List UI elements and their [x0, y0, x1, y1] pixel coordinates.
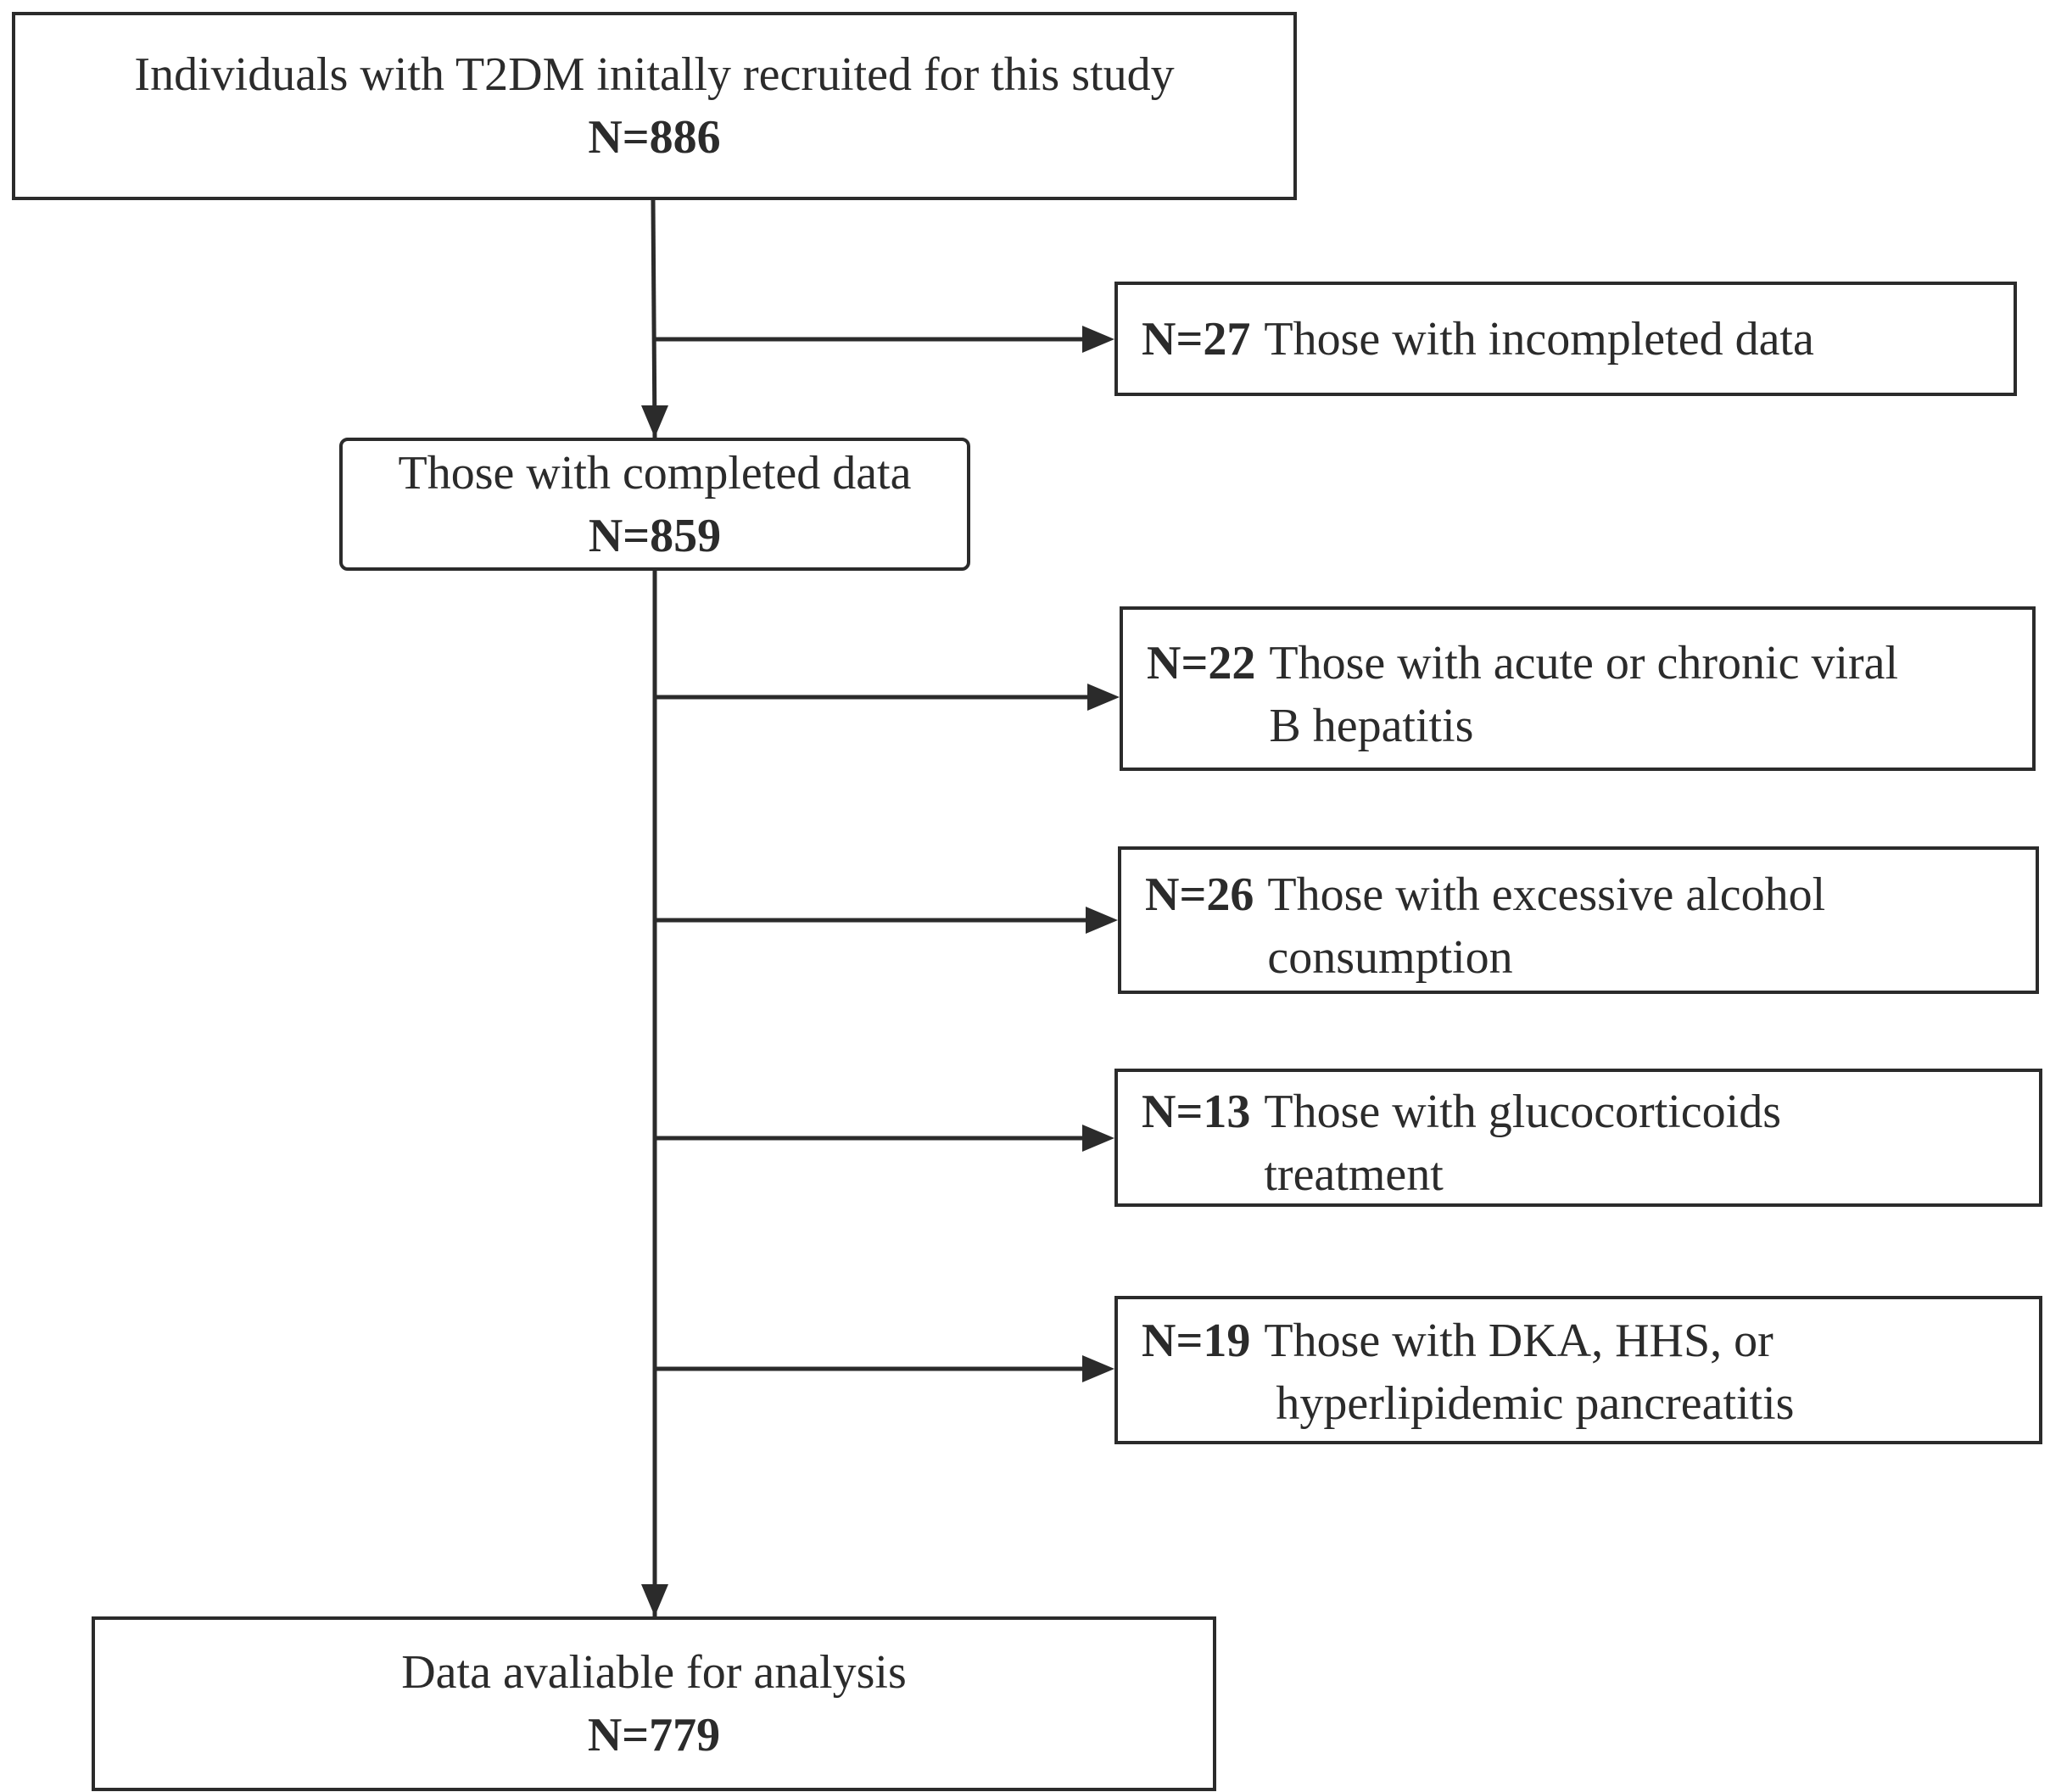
exclusion-1-text: Those with incompleted data	[1264, 312, 1814, 366]
exclusion-box-3: N=26 Those with excessive alcohol consum…	[1118, 846, 2039, 994]
final-node-title: Data avaliable for analysis	[401, 1646, 907, 1699]
exclusion-1-count: N=27	[1142, 312, 1251, 366]
start-node: Individuals with T2DM initally recruited…	[12, 12, 1297, 200]
exclusion-4-count: N=13	[1142, 1086, 1251, 1138]
arrowhead-exclusion-2	[1087, 684, 1120, 711]
start-node-title: Individuals with T2DM initally recruited…	[134, 48, 1175, 101]
exclusion-2-count: N=22	[1147, 637, 1256, 689]
exclusion-5-count: N=19	[1142, 1315, 1251, 1367]
exclusion-box-5: N=19 Those with DKA, HHS, or hyperlipide…	[1114, 1296, 2042, 1444]
arrowhead-exclusion-5	[1082, 1355, 1114, 1382]
exclusion-box-4: N=13 Those with glucocorticoids treatmen…	[1114, 1069, 2042, 1207]
arrowhead-exclusion-4	[1082, 1125, 1114, 1152]
exclusion-5-text-line2: hyperlipidemic pancreatitis	[1276, 1377, 1795, 1430]
exclusion-3-count: N=26	[1145, 868, 1254, 921]
exclusion-2-text-line1: Those with acute or chronic viral	[1269, 637, 1899, 689]
exclusion-4-text-line1: Those with glucocorticoids	[1264, 1086, 1782, 1138]
final-node: Data avaliable for analysis N=779	[92, 1616, 1216, 1791]
exclusion-4-text-line2: treatment	[1264, 1148, 1444, 1201]
arrowhead-exclusion-1	[1082, 326, 1114, 353]
exclusion-box-1: N=27 Those with incompleted data	[1114, 282, 2017, 396]
exclusion-2-text-line2: B hepatitis	[1269, 700, 1474, 752]
completed-node-count: N=859	[588, 509, 722, 562]
exclusion-box-2: N=22 Those with acute or chronic viral B…	[1120, 606, 2036, 771]
exclusion-3-text-line2: consumption	[1267, 931, 1513, 984]
arrowhead-final	[641, 1584, 668, 1616]
start-node-count: N=886	[588, 111, 721, 164]
exclusion-5-text-line1: Those with DKA, HHS, or	[1264, 1315, 1774, 1367]
exclusion-3-text-line1: Those with excessive alcohol	[1267, 868, 1826, 921]
arrowhead-exclusion-3	[1086, 907, 1118, 934]
final-node-count: N=779	[587, 1709, 721, 1761]
arrow-start-to-completed	[651, 199, 657, 438]
completed-node-title: Those with completed data	[398, 446, 912, 500]
completed-node: Those with completed data N=859	[339, 438, 970, 571]
arrowhead-completed	[641, 405, 668, 438]
